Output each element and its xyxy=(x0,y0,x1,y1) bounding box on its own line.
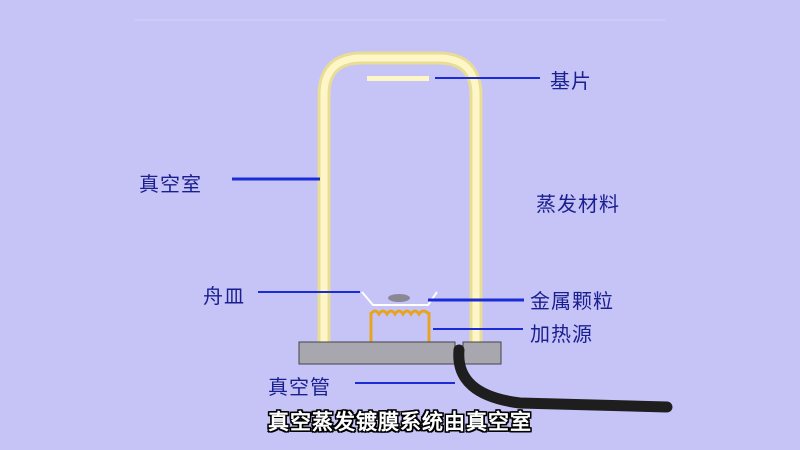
label-boat: 舟皿 xyxy=(203,284,245,308)
subtitle-caption: 真空蒸发镀膜系统由真空室 xyxy=(268,410,532,434)
vacuum-chamber-glow xyxy=(320,54,480,342)
label-metal-particles: 金属颗粒 xyxy=(530,289,614,313)
substrate xyxy=(367,76,429,81)
label-evaporation-material: 蒸发材料 xyxy=(536,192,620,216)
label-heat-source: 加热源 xyxy=(530,322,593,346)
base-plate-right xyxy=(462,341,502,365)
label-vacuum-chamber: 真空室 xyxy=(139,172,202,196)
metal-particle xyxy=(388,294,410,302)
heater-coil xyxy=(369,309,431,342)
vacuum-tube xyxy=(453,344,673,413)
label-vacuum-tube: 真空管 xyxy=(268,375,331,399)
base-plate-left xyxy=(298,341,456,365)
label-substrate: 基片 xyxy=(550,69,592,93)
